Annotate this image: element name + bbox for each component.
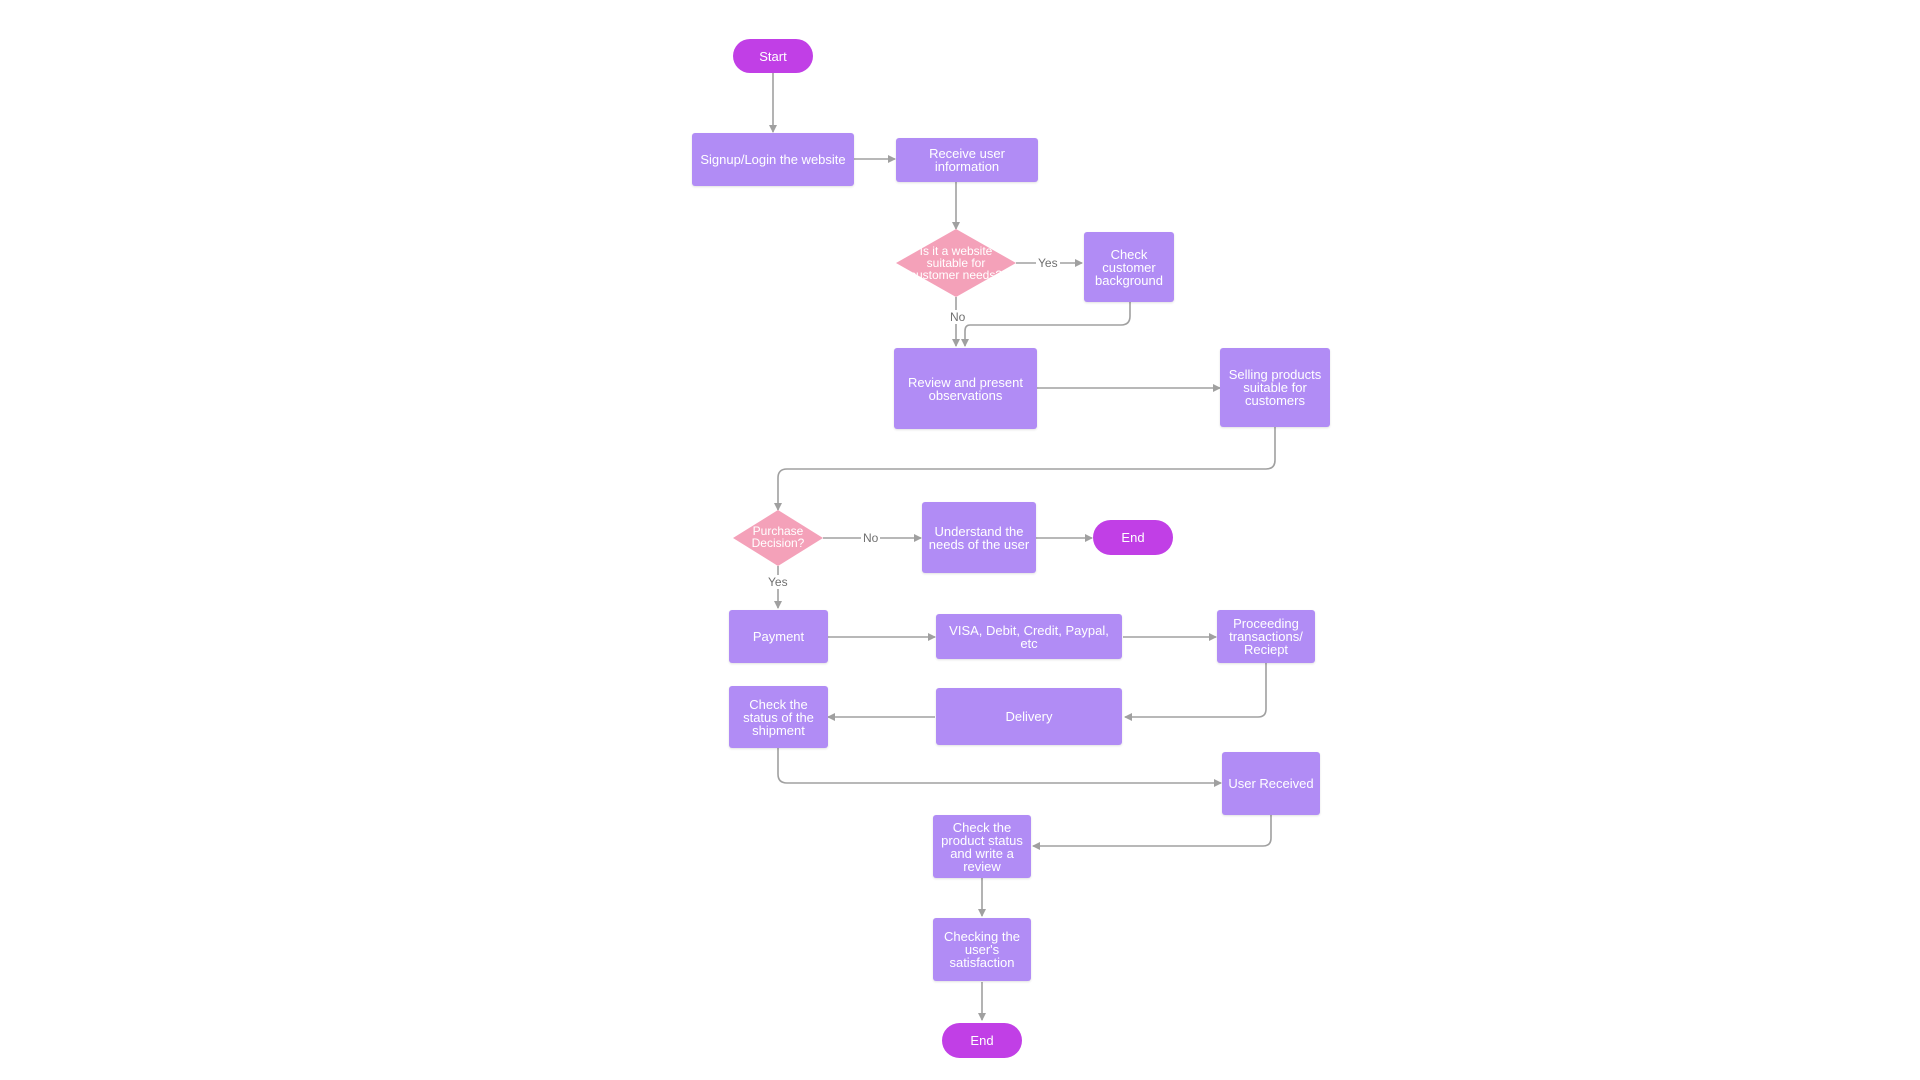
signup-login-node[interactable]: Signup/Login the website	[692, 133, 854, 186]
user-received-node[interactable]: User Received	[1222, 752, 1320, 815]
edge-selling-purchase	[774, 427, 1276, 511]
payment-node[interactable]: Payment	[729, 610, 828, 663]
suitable-no-label: No	[948, 310, 968, 324]
decision-diamond-purchase	[733, 510, 823, 566]
check-shipment-node[interactable]: Check the status of the shipment	[729, 686, 828, 748]
check-background-node[interactable]: Check customer background	[1084, 232, 1174, 302]
suitable-yes-label: Yes	[1036, 256, 1060, 270]
purchase-decision-text[interactable]: Purchase Decision?	[751, 524, 805, 550]
purchase-yes-label: Yes	[766, 575, 790, 589]
receive-user-info-node[interactable]: Receive user information	[896, 138, 1038, 182]
end-node[interactable]: End	[942, 1023, 1022, 1058]
edge-proceeding-delivery	[1124, 663, 1267, 721]
edge-received-product	[1032, 815, 1272, 850]
understand-needs-node[interactable]: Understand the needs of the user	[922, 502, 1036, 573]
selling-products-node[interactable]: Selling products suitable for customers	[1220, 348, 1330, 427]
decision-diamond-suitable	[896, 229, 1016, 297]
purchase-no-label: No	[861, 531, 881, 545]
edge-shipment-received	[777, 748, 1222, 787]
payment-methods-node[interactable]: VISA, Debit, Credit, Paypal, etc	[936, 614, 1122, 659]
suitable-decision-text[interactable]: Is it a website suitable for customer ne…	[909, 244, 1003, 282]
end-early-node[interactable]: End	[1093, 520, 1173, 555]
review-observations-node[interactable]: Review and present observations	[894, 348, 1037, 429]
check-product-review-node[interactable]: Check the product status and write a rev…	[933, 815, 1031, 878]
proceeding-transactions-node[interactable]: Proceeding transactions/ Reciept	[1217, 610, 1315, 663]
edge-background-review	[961, 302, 1131, 347]
delivery-node[interactable]: Delivery	[936, 688, 1122, 745]
check-satisfaction-node[interactable]: Checking the user's satisfaction	[933, 918, 1031, 981]
start-node[interactable]: Start	[733, 39, 813, 73]
